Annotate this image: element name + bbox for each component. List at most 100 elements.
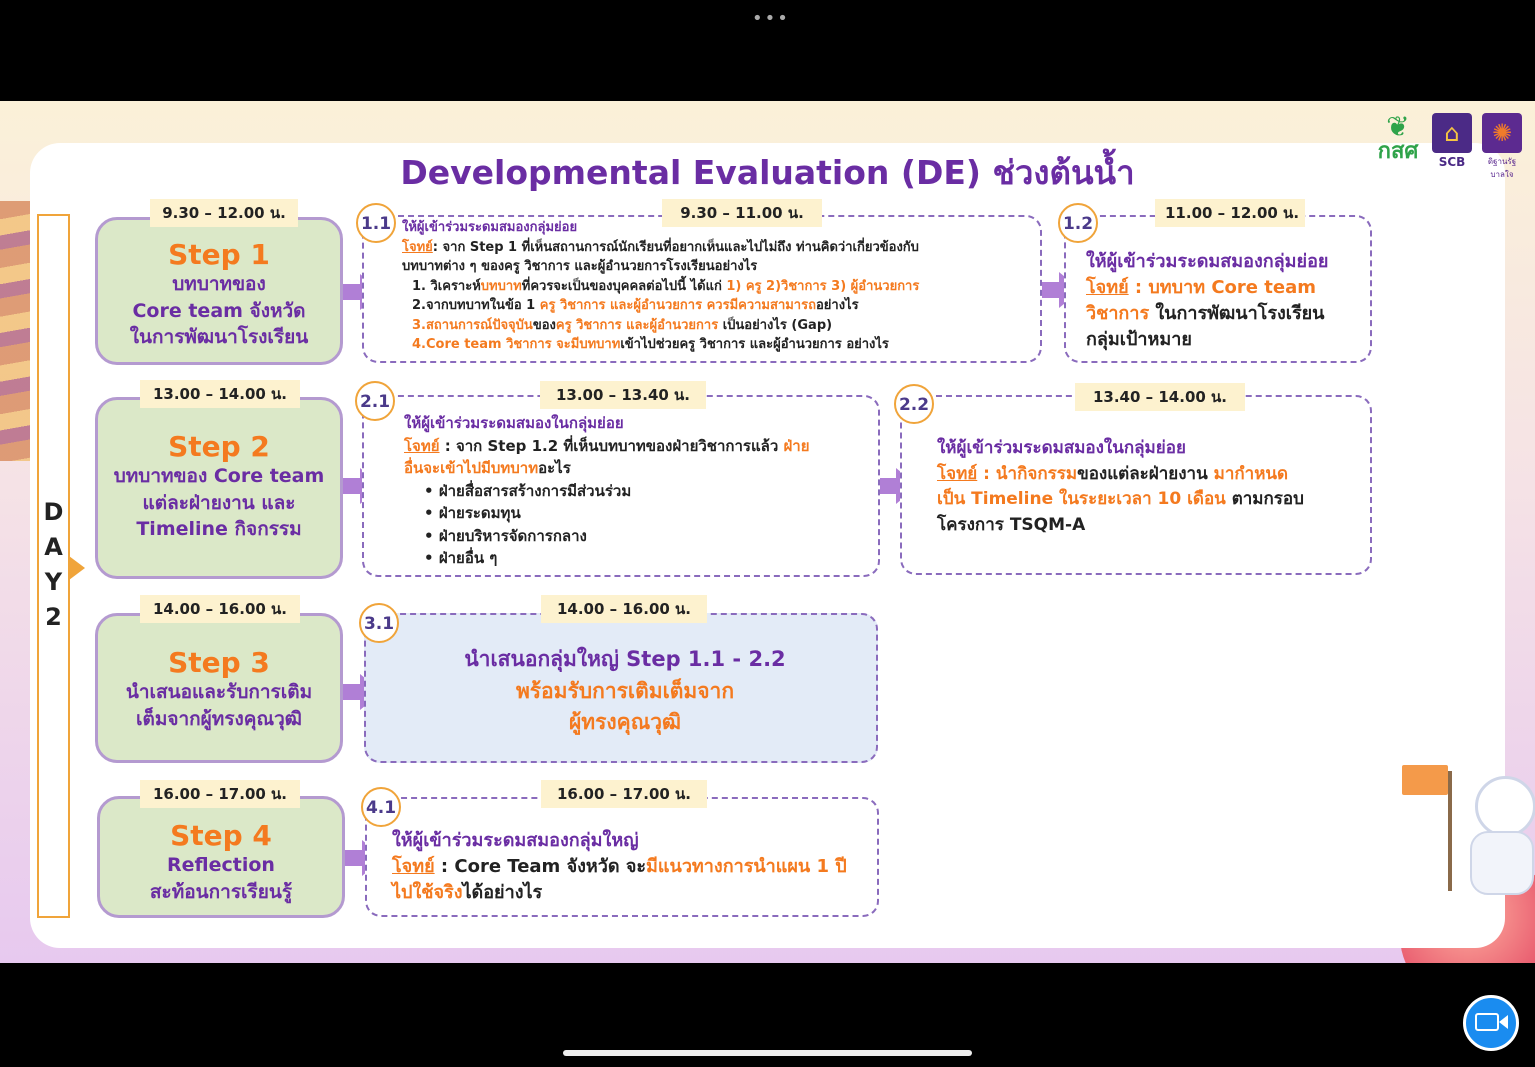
text: บทบาท (480, 278, 522, 294)
foundation-logo-icon: ✺ (1482, 113, 1522, 153)
time-label: 14.00 – 16.00 น. (541, 595, 707, 623)
box-3-1 (364, 613, 878, 763)
text: ครู วิชาการ และผู้อำนวยการ (555, 317, 719, 333)
text: ไปใช้จริง (392, 882, 463, 904)
step-1-card: Step 1 บทบาทของ Core team จังหวัด ในการพ… (95, 217, 343, 365)
foundation-logo-text: ดิฐานรัฐบาลใจ (1487, 157, 1517, 179)
text: ฝ่าย (783, 436, 810, 455)
question-label: โจทย์ (1086, 277, 1129, 299)
text: 1. วิเคราะห์ (412, 278, 481, 294)
step-title: Step 3 (168, 646, 270, 679)
item-2: 2.จากบทบาทในข้อ 1 ครู วิชาการ และผู้อำนว… (402, 296, 1032, 316)
slide: Developmental Evaluation (DE) ช่วงต้นน้ำ… (0, 101, 1535, 963)
question-line: กลุ่มเป้าหมาย (1086, 329, 1192, 351)
step-line: แต่ละฝ่ายงาน และ (142, 491, 296, 514)
time-label: 11.00 – 12.00 น. (1155, 199, 1305, 227)
time-label: 9.30 – 11.00 น. (662, 199, 822, 227)
text: ได้อย่างไร (462, 882, 543, 904)
video-camera-button[interactable] (1463, 995, 1519, 1051)
box-heading: ให้ผู้เข้าร่วมระดมสมองกลุ่มใหญ่ (392, 830, 639, 851)
arrow-shaft (345, 850, 363, 866)
arrow-shaft (343, 684, 361, 700)
step-line: Reflection (167, 854, 275, 876)
text: เข้าไปช่วยครู วิชาการ และผู้อำนวยการ อย่… (620, 337, 889, 352)
box-3-1-text: นำเสนอกลุ่มใหญ่ Step 1.1 - 2.2 พร้อมรับก… (380, 644, 870, 739)
step-4-card: Step 4 Reflection สะท้อนการเรียนรู้ (97, 796, 345, 918)
box-1-2-text: ให้ผู้เข้าร่วมระดมสมองกลุ่มย่อย โจทย์ : … (1086, 249, 1366, 353)
logos: ❦กสศ ⌂ SCB ✺ ดิฐานรัฐบาลใจ (1370, 109, 1530, 179)
home-indicator[interactable] (563, 1050, 972, 1056)
more-dots-icon[interactable]: ••• (752, 8, 790, 29)
box-1-1-text: ให้ผู้เข้าร่วมระดมสมองกลุ่มย่อย โจทย์: จ… (402, 218, 1032, 355)
time-label: 13.00 – 13.40 น. (540, 381, 706, 409)
question-line: โจทย์ : Core Team จังหวัด จะมีแนวทางการน… (392, 854, 872, 880)
day-letter: 2 (45, 603, 62, 631)
day-bar (37, 214, 70, 918)
text: ในการพัฒนาโรงเรียน (1149, 303, 1325, 325)
question-line: เป็น Timeline ในระยะเวลา 10 เดือน ตามกรอ… (937, 487, 1367, 513)
text: ฝ่ายระดมทุน (438, 504, 521, 522)
leaf-icon: ❦ (1386, 110, 1410, 143)
time-label: 9.30 – 12.00 น. (150, 199, 298, 227)
time-label: 13.40 – 14.00 น. (1075, 383, 1245, 411)
text: ฝ่ายสื่อสารสร้างการมีส่วนร่วม (438, 481, 632, 500)
step-line: Core team จังหวัด (132, 299, 306, 322)
list-item: • ฝ่ายบริหารจัดการกลาง (424, 526, 587, 545)
scb-logo-text: SCB (1438, 155, 1466, 169)
box-2-1-text: ให้ผู้เข้าร่วมระดมสมองในกลุ่มย่อย โจทย์ … (404, 412, 874, 570)
step-line: นำเสนอและรับการเติม (125, 681, 313, 703)
text: 4.Core team วิชาการ จะมีบทบาท (412, 337, 621, 352)
question-label: โจทย์ (937, 463, 978, 484)
badge-3-1: 3.1 (359, 603, 399, 643)
question-line: โจทย์ : บทบาท Core team (1086, 275, 1366, 301)
question-label: โจทย์ (392, 856, 435, 878)
text-line: พร้อมรับการเติมเต็มจาก (515, 678, 735, 703)
text: ตามกรอบ (1225, 489, 1304, 509)
box-heading: ให้ผู้เข้าร่วมระดมสมองในกลุ่มย่อย (404, 414, 624, 432)
step-3-card: Step 3 นำเสนอและรับการเติม เต็มจากผู้ทรง… (95, 613, 343, 763)
question-line: โจทย์ : นำกิจกรรมของแต่ละฝ่ายงาน มากำหนด (937, 462, 1367, 488)
question-line: โจทย์ : จาก Step 1.2 ที่เห็นบทบาทของฝ่าย… (404, 435, 874, 458)
step-title: Step 2 (168, 430, 270, 463)
step-line: เต็มจากผู้ทรงคุณวุฒิ (136, 707, 302, 730)
video-camera-lens (1499, 1015, 1508, 1029)
text: เป็นอย่างไร (Gap) (718, 317, 833, 333)
flag-pole (1448, 771, 1452, 891)
item-3: 3.สถานการณ์ปัจจุบันของครู วิชาการ และผู้… (402, 316, 1032, 336)
astronaut-body (1470, 831, 1534, 895)
text-line: ผู้ทรงคุณวุฒิ (569, 710, 681, 734)
step-line: Timeline กิจกรรม (136, 518, 302, 541)
step-line: ในการพัฒนาโรงเรียน (129, 326, 309, 349)
text: 1) ครู 2)วิชาการ 3) ผู้อำนวยการ (726, 278, 920, 294)
text: เป็น Timeline ในระยะเวลา 10 เดือน (937, 489, 1226, 509)
question-text: : จาก Step 1 ที่เห็นสถานการณ์นักเรียนที่… (432, 239, 919, 255)
day-letter: Y (44, 568, 63, 596)
time-label: 16.00 – 17.00 น. (541, 780, 707, 808)
day-letter: A (44, 533, 63, 561)
step-line: สะท้อนการเรียนรู้ (149, 880, 293, 903)
box-4-1-text: ให้ผู้เข้าร่วมระดมสมองกลุ่มใหญ่ โจทย์ : … (392, 828, 872, 906)
list-item: • ฝ่ายสื่อสารสร้างการมีส่วนร่วม (424, 481, 632, 500)
time-label: 14.00 – 16.00 น. (140, 595, 300, 623)
arrow-shaft (343, 478, 361, 494)
text: : จาก Step 1.2 ที่เห็นบทบาทของฝ่ายวิชากา… (439, 436, 784, 455)
question-line: ไปใช้จริงได้อย่างไร (392, 880, 872, 906)
arrow-shaft (880, 478, 898, 494)
text: 3.สถานการณ์ปัจจุบัน (412, 317, 533, 333)
arrow-shaft (343, 284, 361, 300)
item-4: 4.Core team วิชาการ จะมีบทบาทเข้าไปช่วยค… (402, 335, 1032, 355)
text: อื่นจะเข้าไปมีบทบาท (404, 459, 539, 477)
time-label: 13.00 – 14.00 น. (140, 380, 300, 408)
text: : Core Team จังหวัด จะ (434, 856, 647, 878)
box-heading: ให้ผู้เข้าร่วมระดมสมองกลุ่มย่อย (1086, 251, 1329, 272)
text: ครู วิชาการ และผู้อำนวยการ ควรมีความสามา… (539, 298, 816, 313)
step-2-card: Step 2 บทบาทของ Core team แต่ละฝ่ายงาน แ… (95, 397, 343, 579)
question-label: โจทย์ (402, 239, 433, 255)
text: ที่ควรจะเป็นของบุคคลต่อไปนี้ ได้แก่ (521, 278, 727, 294)
box-2-1 (362, 395, 880, 577)
question-line: อื่นจะเข้าไปมีบทบาทอะไร (404, 457, 874, 480)
box-2-2-text: ให้ผู้เข้าร่วมระดมสมองในกลุ่มย่อย โจทย์ … (937, 436, 1367, 538)
question-line: วิชาการ ในการพัฒนาโรงเรียน (1086, 301, 1366, 327)
day-letter: D (43, 498, 64, 526)
question-line: โจทย์: จาก Step 1 ที่เห็นสถานการณ์นักเรี… (402, 238, 1032, 258)
